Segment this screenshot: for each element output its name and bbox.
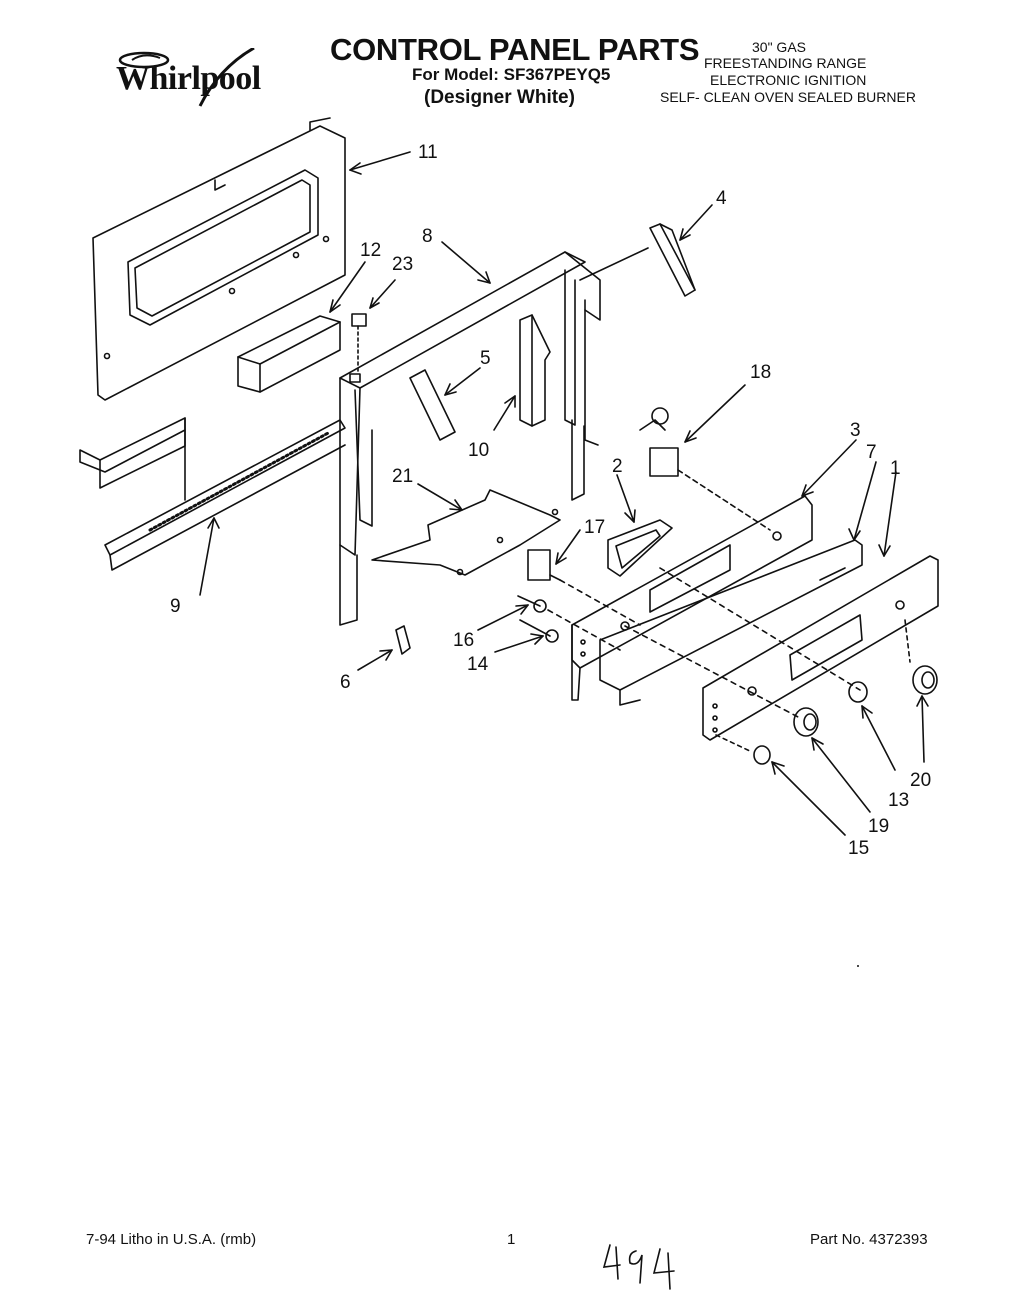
part-10-bracket [519, 314, 551, 427]
part-8-panel-body [339, 251, 601, 626]
callout-1: 1 [890, 458, 901, 479]
part-18-switch [639, 407, 771, 531]
callout-20: 20 [910, 770, 931, 791]
callout-8: 8 [422, 226, 433, 247]
part-1-front-overlay [702, 555, 939, 741]
spec-line-type: FREESTANDING RANGE [704, 55, 867, 71]
callout-16: 16 [453, 630, 474, 651]
part-14-spring [519, 619, 559, 643]
part-23-clip [351, 313, 367, 373]
callout-19: 19 [868, 816, 889, 837]
part-17-switch [527, 549, 561, 581]
leader-arrows [199, 151, 929, 836]
part-12-insulation [237, 315, 341, 393]
spec-line-features: SELF- CLEAN OVEN SEALED BURNER [660, 89, 916, 105]
callout-12: 12 [360, 240, 381, 261]
callout-9: 9 [170, 596, 181, 617]
part-7-spacer [599, 539, 863, 706]
part-13-button [848, 681, 868, 703]
whirlpool-logo-swoosh [118, 48, 255, 107]
callout-3: 3 [850, 420, 861, 441]
part-20-knob [904, 619, 938, 695]
brand-logo-text: Whirlpool [116, 60, 261, 97]
variant-label: (Designer White) [424, 87, 575, 108]
callout-10: 10 [468, 440, 489, 461]
callout-5: 5 [480, 348, 491, 369]
print-info: 7-94 Litho in U.S.A. (rmb) [86, 1231, 257, 1248]
part-21-shield [371, 489, 561, 576]
part-5-trim [409, 369, 456, 441]
callout-17: 17 [584, 517, 605, 538]
part-3-control-face [571, 495, 813, 701]
part-4-end-cap [579, 223, 696, 297]
page-title: CONTROL PANEL PARTS [330, 32, 700, 67]
page-number: 1 [507, 1231, 516, 1248]
part-11-rear-panel [92, 117, 346, 401]
part-6-clip [395, 625, 411, 655]
callout-6: 6 [340, 672, 351, 693]
callout-4: 4 [716, 188, 727, 209]
callout-14: 14 [467, 654, 489, 675]
callout-7: 7 [866, 442, 877, 463]
callout-13: 13 [888, 790, 909, 811]
spec-line-ignition: ELECTRONIC IGNITION [710, 72, 867, 88]
callout-15: 15 [848, 838, 869, 859]
part-2-display-lens [607, 519, 673, 577]
callout-11: 11 [418, 142, 438, 163]
assembly-lines [547, 567, 861, 719]
part-15-button [715, 734, 771, 765]
callout-21: 21 [392, 466, 413, 487]
part-16-spring [517, 595, 547, 613]
model-line: For Model: SF367PEYQ5 [412, 65, 611, 84]
callout-23: 23 [392, 254, 413, 275]
part-9-vent-trim [79, 417, 346, 571]
callout-18: 18 [750, 362, 771, 383]
spec-line-fuel: 30" GAS [752, 39, 806, 55]
part-19-knob [793, 707, 819, 737]
handwritten-note: 494 [600, 1243, 675, 1290]
callout-2: 2 [612, 456, 623, 477]
handwritten-note-text: 494 [600, 1243, 602, 1244]
part-number: Part No. 4372393 [810, 1231, 928, 1248]
